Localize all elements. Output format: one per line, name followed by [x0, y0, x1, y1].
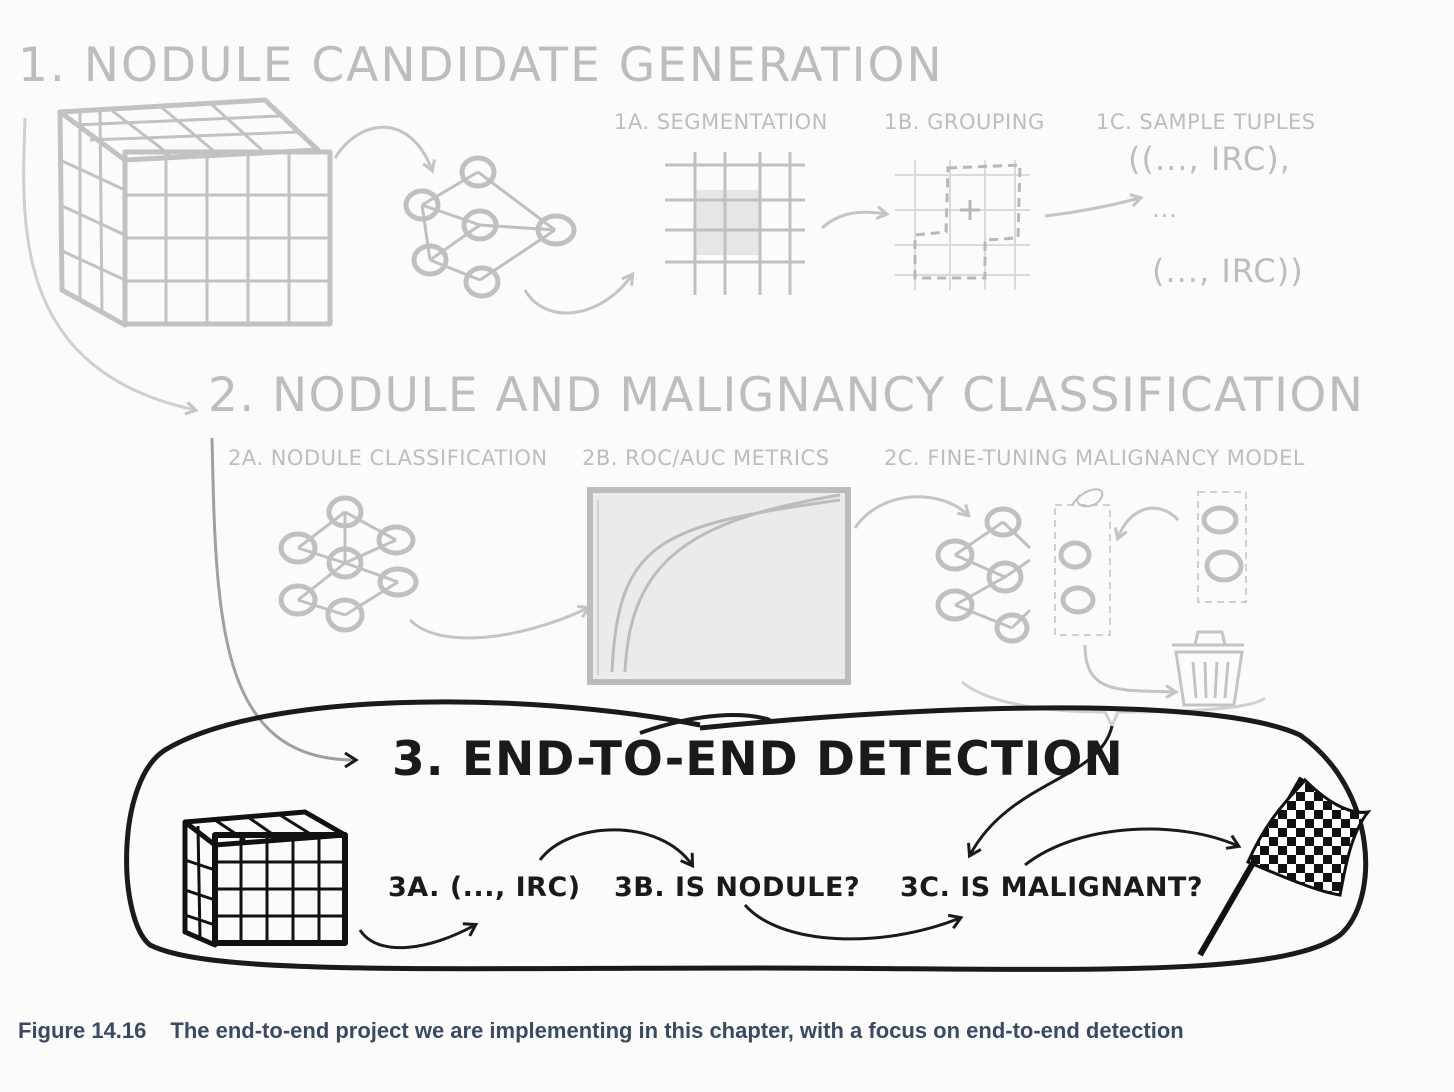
- tuple-last: (..., IRC)): [1152, 252, 1304, 290]
- arrow: [853, 495, 968, 529]
- section-3-outline: [124, 699, 1369, 972]
- section-1-title: 1. NODULE CANDIDATE GENERATION: [18, 38, 944, 93]
- arrow: [22, 117, 195, 410]
- step-2b-label: 2B. ROC/AUC METRICS: [582, 446, 830, 470]
- neural-network-icon: [403, 155, 577, 299]
- arrow: [408, 608, 588, 640]
- step-1c-label: 1C. SAMPLE TUPLES: [1096, 110, 1316, 134]
- pipeline-diagram: [22, 97, 1372, 972]
- arrow: [821, 212, 886, 230]
- step-2c-label: 2C. FINE-TUNING MALIGNANCY MODEL: [884, 446, 1306, 470]
- neural-network-icon: [935, 488, 1247, 644]
- trash-can-icon: [1172, 630, 1244, 707]
- section-3-title: 3. END-TO-END DETECTION: [392, 732, 1124, 787]
- arrow: [1083, 644, 1175, 692]
- arrow: [538, 828, 692, 865]
- arrow: [1118, 506, 1180, 538]
- figure-caption: Figure 14.16 The end-to-end project we ar…: [18, 1018, 1438, 1044]
- figure-number: Figure 14.16: [18, 1018, 147, 1043]
- caption-text: The end-to-end project we are implementi…: [170, 1018, 1184, 1043]
- checkered-flag-icon: [1197, 776, 1372, 957]
- segmentation-grid-icon: [665, 152, 805, 295]
- arrow: [333, 125, 432, 170]
- step-3c-label: 3C. IS MALIGNANT?: [900, 872, 1203, 903]
- arrow: [358, 925, 475, 950]
- grouping-grid-icon: [895, 160, 1030, 290]
- tuple-ellipsis: ...: [1152, 195, 1178, 223]
- section-2-title: 2. NODULE AND MALIGNANCY CLASSIFICATION: [208, 368, 1365, 423]
- arrow: [1024, 827, 1238, 867]
- roc-curve-icon: [587, 487, 851, 685]
- arrow: [523, 275, 632, 315]
- outline-stroke: [639, 713, 771, 735]
- arrow: [970, 725, 1114, 855]
- ct-volume-icon: [57, 97, 333, 328]
- arrow: [210, 437, 355, 760]
- step-3a-label: 3A. (..., IRC): [388, 872, 581, 903]
- step-2a-label: 2A. NODULE CLASSIFICATION: [228, 446, 548, 470]
- ct-volume-icon: [182, 809, 348, 948]
- tuple-first: ((..., IRC),: [1128, 140, 1291, 178]
- step-3b-label: 3B. IS NODULE?: [614, 872, 861, 903]
- neural-network-icon: [278, 495, 419, 633]
- arrow: [1044, 198, 1140, 218]
- step-1b-label: 1B. GROUPING: [884, 110, 1045, 134]
- arrow: [743, 904, 960, 941]
- step-1a-label: 1A. SEGMENTATION: [614, 110, 828, 134]
